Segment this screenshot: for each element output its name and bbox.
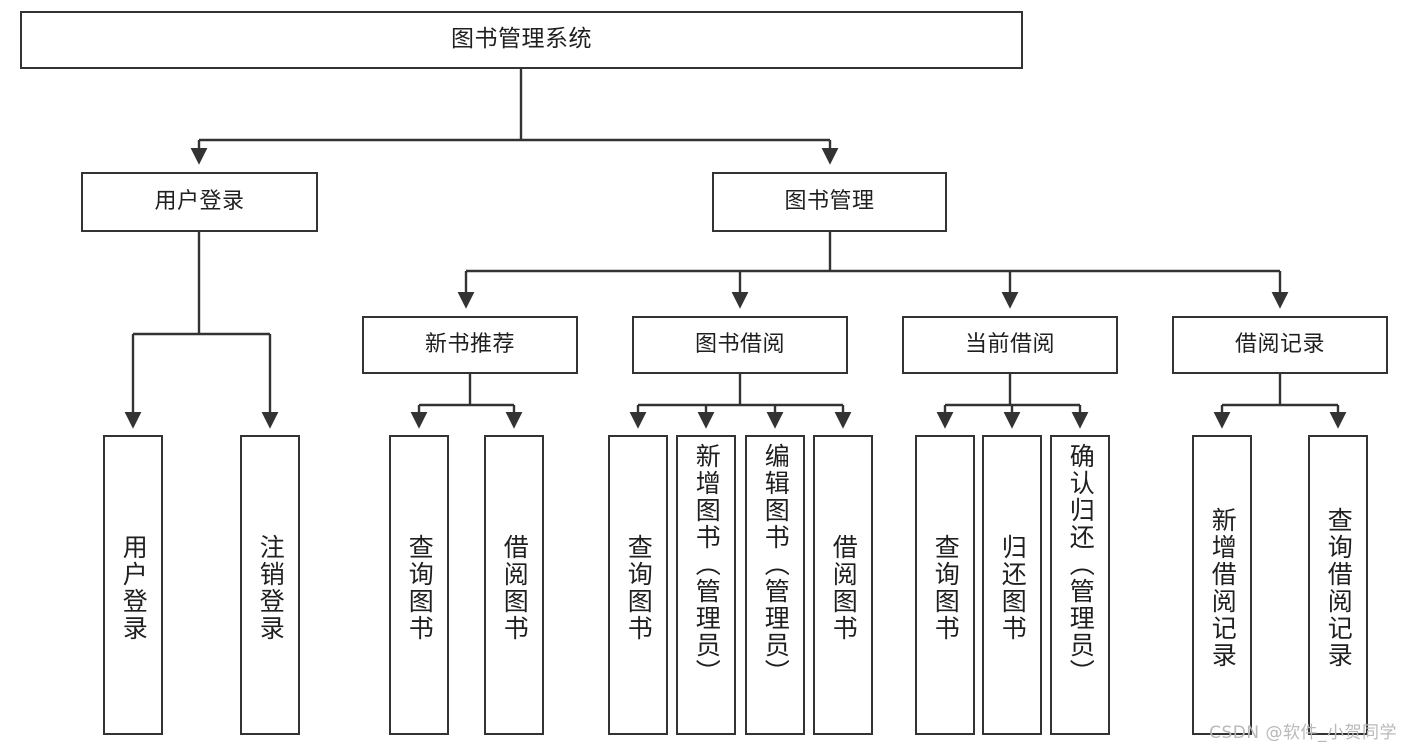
leaf-user-login[interactable]: 用户登录 <box>103 435 163 735</box>
node-label: 图书管理系统 <box>451 26 592 53</box>
node-book-borrow[interactable]: 图书借阅 <box>632 316 848 374</box>
node-label: 用户登录 <box>119 534 149 642</box>
node-label: 查询图书 <box>624 534 654 642</box>
leaf-return-book[interactable]: 归还图书 <box>982 435 1042 735</box>
node-root-book-management-system[interactable]: 图书管理系统 <box>20 11 1023 69</box>
leaf-query-book-current[interactable]: 查询图书 <box>915 435 975 735</box>
node-book-management[interactable]: 图书管理 <box>712 172 947 232</box>
node-label: 借阅记录 <box>1234 331 1325 357</box>
node-label: 查询借阅记录 <box>1324 507 1354 669</box>
node-user-login[interactable]: 用户登录 <box>81 172 318 232</box>
node-label: 注销登录 <box>256 534 286 642</box>
node-label: 归还图书 <box>998 534 1028 642</box>
node-label: 查询图书 <box>931 534 961 642</box>
node-label: 新书推荐 <box>424 331 515 357</box>
node-label: 编辑图书（管理员） <box>761 443 791 686</box>
leaf-query-book-recommend[interactable]: 查询图书 <box>389 435 449 735</box>
node-borrow-records[interactable]: 借阅记录 <box>1172 316 1388 374</box>
node-label: 图书借阅 <box>694 331 785 357</box>
leaf-borrow-book-recommend[interactable]: 借阅图书 <box>484 435 544 735</box>
node-label: 确认归还（管理员） <box>1066 443 1096 686</box>
leaf-edit-book-admin[interactable]: 编辑图书（管理员） <box>745 435 805 735</box>
leaf-query-borrow-record[interactable]: 查询借阅记录 <box>1308 435 1368 735</box>
node-label: 图书管理 <box>784 188 875 214</box>
node-new-book-recommend[interactable]: 新书推荐 <box>362 316 578 374</box>
leaf-query-book-borrow[interactable]: 查询图书 <box>608 435 668 735</box>
leaf-borrow-book[interactable]: 借阅图书 <box>813 435 873 735</box>
leaf-user-logout[interactable]: 注销登录 <box>240 435 300 735</box>
leaf-confirm-return-admin[interactable]: 确认归还（管理员） <box>1050 435 1110 735</box>
node-label: 新增借阅记录 <box>1208 507 1238 669</box>
node-label: 借阅图书 <box>500 534 530 642</box>
leaf-add-book-admin[interactable]: 新增图书（管理员） <box>676 435 736 735</box>
node-label: 新增图书（管理员） <box>692 443 722 686</box>
node-label: 当前借阅 <box>964 331 1055 357</box>
csdn-watermark: CSDN @软件_小贺同学 <box>1209 723 1397 743</box>
node-label: 用户登录 <box>154 188 245 214</box>
leaf-add-borrow-record[interactable]: 新增借阅记录 <box>1192 435 1252 735</box>
node-label: 借阅图书 <box>829 534 859 642</box>
node-label: 查询图书 <box>405 534 435 642</box>
node-current-borrow[interactable]: 当前借阅 <box>902 316 1118 374</box>
